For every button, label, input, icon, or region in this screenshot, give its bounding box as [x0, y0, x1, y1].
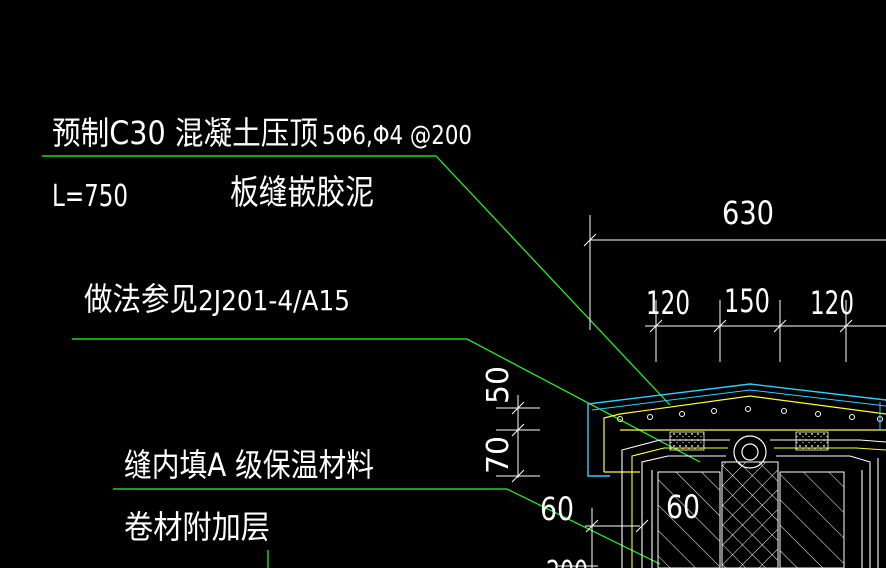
insulation-right — [795, 431, 829, 451]
dim-overall: 630 — [722, 194, 774, 232]
leader-coping — [42, 155, 671, 406]
membrane-label: 卷材附加层 — [124, 508, 270, 546]
wall-block-right — [779, 471, 845, 568]
vertical-dimensions — [496, 395, 540, 483]
annotations: 预制C30 混凝土压顶 5Φ6,Φ4 @200 L=750 板缝嵌胶泥 做法参见… — [52, 114, 472, 546]
coping-label: 预制C30 混凝土压顶 — [52, 114, 318, 152]
dim-bottom-partial: 200 — [546, 555, 588, 568]
dim-right: 120 — [810, 284, 854, 322]
horizontal-dimensions — [583, 215, 886, 362]
lower-dimensions — [558, 508, 649, 568]
wall-layers — [621, 439, 886, 568]
vertical-dimension-texts: 50 70 — [481, 366, 516, 474]
insulation-left — [669, 431, 705, 451]
method-code: 2J201-4/A15 — [198, 284, 350, 317]
coping-section — [587, 383, 886, 568]
joint-label: 板缝嵌胶泥 — [230, 173, 374, 213]
wall-block-left — [657, 471, 721, 568]
leader-method — [72, 338, 701, 463]
leader-lines — [42, 155, 701, 568]
leader-joint-fill — [113, 488, 661, 565]
coping-outline — [587, 383, 886, 477]
joint-fill-label: 缝内填A 级保温材料 — [124, 446, 374, 484]
coping-top-second — [591, 389, 886, 411]
method-label: 做法参见 — [84, 280, 198, 318]
rebar-label: 5Φ6,Φ4 @200 — [322, 121, 472, 151]
dim-center: 150 — [724, 282, 770, 320]
dim-upper-vertical: 50 — [481, 366, 516, 404]
dim-lower-vertical: 70 — [481, 436, 516, 474]
dim-left: 120 — [646, 284, 690, 322]
wall-block-center — [721, 461, 779, 568]
joint-ring-inner — [741, 443, 759, 461]
coping-concrete — [603, 395, 886, 472]
dim-left-width: 60 — [540, 490, 574, 528]
horizontal-dimension-texts: 630 120 150 120 — [646, 194, 854, 322]
length-label: L=750 — [52, 179, 128, 214]
